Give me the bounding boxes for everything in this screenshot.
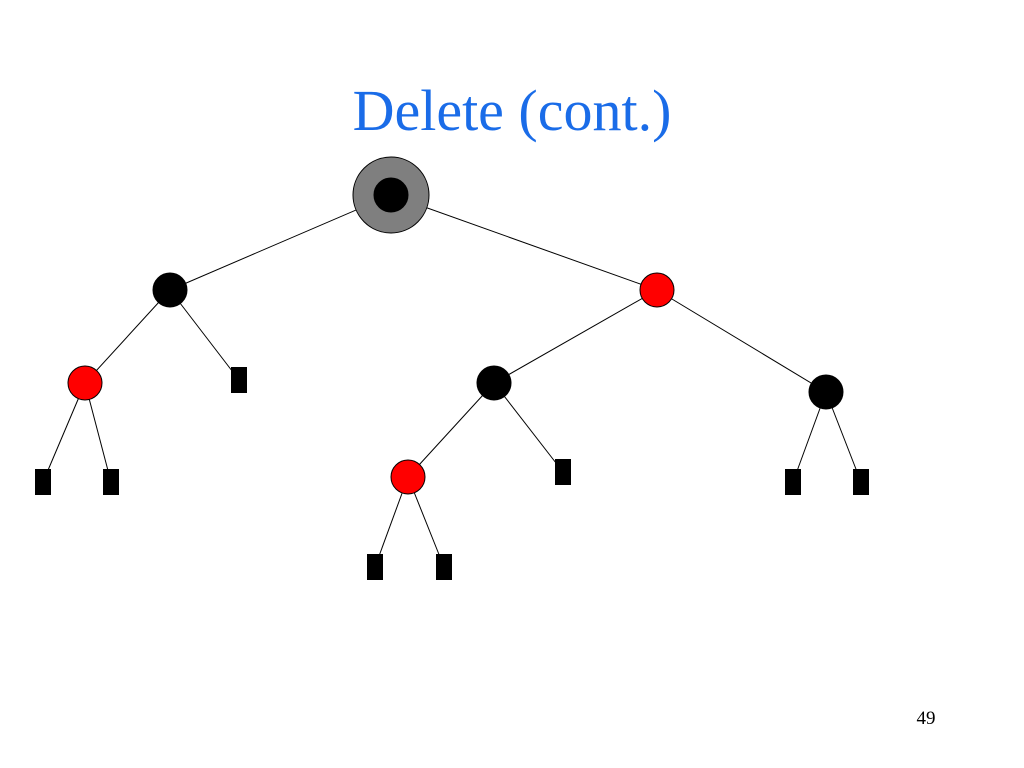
nil-leaves [35,367,869,580]
tree-edge [390,194,658,291]
tree-edge [169,194,392,291]
red-node [390,459,426,495]
red-node [639,272,675,308]
tree-edge [493,289,658,384]
black-node [476,365,512,401]
tree-edge [84,289,171,384]
black-node [808,374,844,410]
slide-title: Delete (cont.) [352,78,672,143]
tree-edge [407,382,495,478]
nil-leaf [367,554,383,580]
tree-edge [656,289,827,393]
page-number: 49 [916,708,936,729]
nil-leaf [35,469,51,495]
nil-leaf [436,554,452,580]
tree-nodes [67,177,844,495]
black-node [373,177,409,213]
red-node [67,365,103,401]
tree-edge [169,289,240,381]
black-node [152,272,188,308]
nil-leaf [853,469,869,495]
tree-edge [42,382,86,483]
tree-edges [42,194,862,568]
nil-leaf [231,367,247,393]
nil-leaf [103,469,119,495]
nil-leaf [555,459,571,485]
tree-edge [493,382,564,473]
nil-leaf [785,469,801,495]
